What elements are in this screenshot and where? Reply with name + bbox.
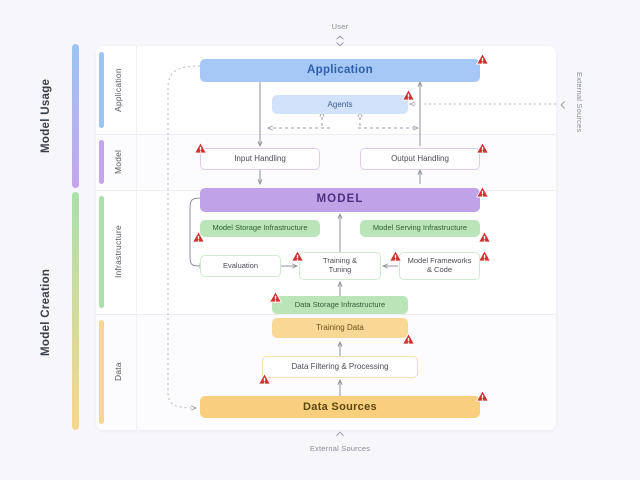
phase-bar-model-usage	[72, 44, 79, 188]
warning-triangle-icon[interactable]	[478, 230, 491, 243]
left-chevron-icon	[556, 98, 570, 112]
row-tab-data	[99, 320, 104, 424]
phase-label-model-usage: Model Usage	[40, 78, 52, 154]
node-data-sources[interactable]: Data Sources	[200, 396, 480, 418]
node-model-frameworks-code[interactable]: Model Frameworks & Code	[399, 252, 480, 280]
warning-triangle-icon[interactable]	[269, 290, 282, 303]
warning-triangle-icon[interactable]	[258, 372, 271, 385]
warning-triangle-icon[interactable]	[402, 88, 415, 101]
row-label-infrastructure: Infrastructure	[113, 225, 123, 279]
node-training-tuning[interactable]: Training & Tuning	[299, 252, 381, 280]
node-model-serving-infrastructure[interactable]: Model Serving Infrastructure	[360, 220, 480, 237]
warning-triangle-icon[interactable]	[478, 249, 491, 262]
row-tab-application	[99, 52, 104, 128]
bottom-actor-label: External Sources	[309, 444, 371, 453]
updown-chevron-icon	[333, 34, 347, 48]
warning-triangle-icon[interactable]	[389, 249, 402, 262]
node-application[interactable]: Application	[200, 59, 480, 82]
right-actor-label: External Sources	[575, 72, 584, 133]
warning-triangle-icon[interactable]	[194, 141, 207, 154]
row-tab-infrastructure	[99, 196, 104, 308]
top-actor-label: User	[331, 22, 349, 31]
phase-label-model-creation: Model Creation	[40, 268, 52, 356]
node-data-filtering-processing[interactable]: Data Filtering & Processing	[262, 356, 418, 378]
label-column-divider	[136, 46, 137, 430]
warning-triangle-icon[interactable]	[476, 185, 489, 198]
node-evaluation[interactable]: Evaluation	[200, 255, 281, 277]
row-label-model: Model	[113, 149, 123, 175]
node-data-storage-infrastructure[interactable]: Data Storage Infrastructure	[272, 296, 408, 314]
warning-triangle-icon[interactable]	[402, 332, 415, 345]
warning-triangle-icon[interactable]	[476, 52, 489, 65]
row-tab-model	[99, 140, 104, 184]
row-separator-3	[96, 314, 556, 315]
node-model[interactable]: MODEL	[200, 188, 480, 212]
row-separator-1	[96, 134, 556, 135]
row-label-application: Application	[113, 68, 123, 112]
node-output-handling[interactable]: Output Handling	[360, 148, 480, 170]
warning-triangle-icon[interactable]	[476, 389, 489, 402]
up-chevron-icon	[333, 428, 347, 442]
node-agents[interactable]: Agents	[272, 95, 408, 114]
node-input-handling[interactable]: Input Handling	[200, 148, 320, 170]
warning-triangle-icon[interactable]	[291, 249, 304, 262]
row-label-data: Data	[113, 362, 123, 382]
warning-triangle-icon[interactable]	[192, 230, 205, 243]
phase-bar-model-creation	[72, 192, 79, 430]
node-model-storage-infrastructure[interactable]: Model Storage Infrastructure	[200, 220, 320, 237]
warning-triangle-icon[interactable]	[476, 141, 489, 154]
node-training-data[interactable]: Training Data	[272, 318, 408, 338]
